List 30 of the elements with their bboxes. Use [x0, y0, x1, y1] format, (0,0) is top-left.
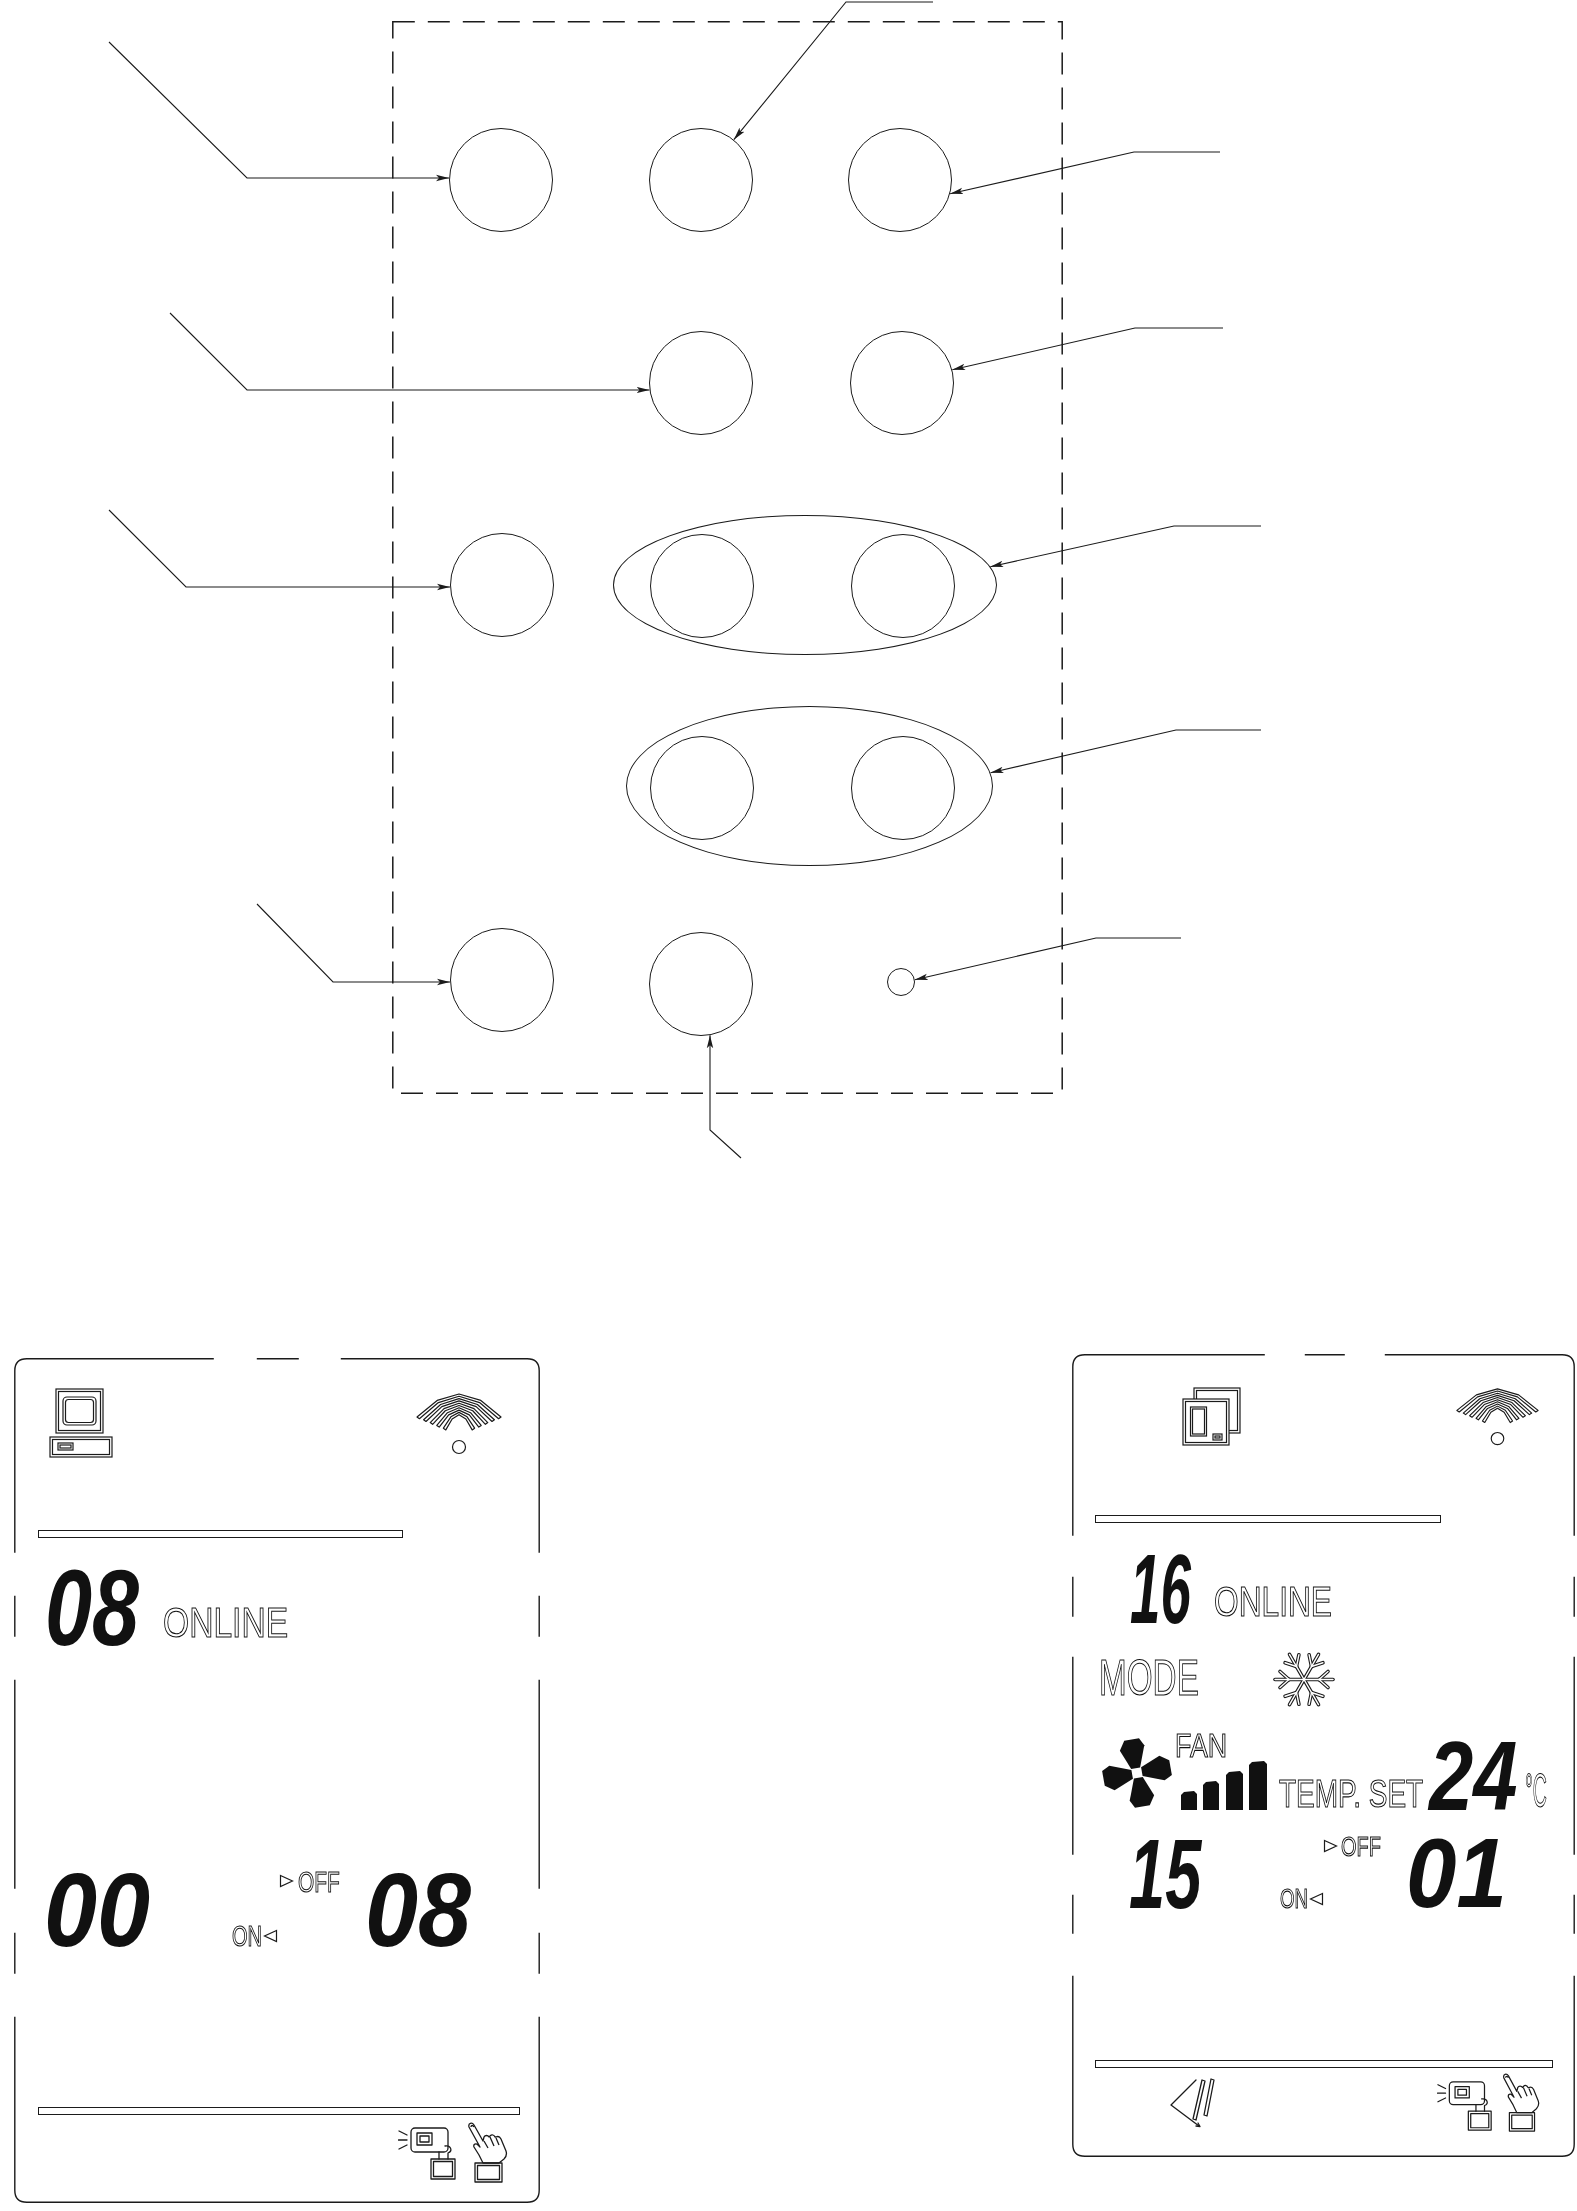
- digit-readout: 01: [1406, 1833, 1508, 1913]
- unit-label: °C: [1525, 1770, 1547, 1810]
- status-label: ONLINE: [1214, 1584, 1332, 1619]
- digit-readout: 00: [44, 1867, 152, 1952]
- leader-line: [733, 1, 934, 141]
- temperature-label: TEMP. SET: [1279, 1777, 1424, 1810]
- lcd-display: [1072, 1354, 1575, 2157]
- leader-line: [706, 1034, 742, 1159]
- timer-label: OFF: [1341, 1836, 1381, 1859]
- status-label: ONLINE: [163, 1604, 289, 1640]
- leader-line: [951, 327, 1224, 371]
- digit-readout: 16: [1130, 1549, 1192, 1629]
- dashed-panel: [392, 21, 1063, 1094]
- timer-label: ON: [1280, 1888, 1308, 1911]
- leader-line: [108, 41, 450, 182]
- temperature-readout: 24: [1429, 1736, 1519, 1816]
- leader-line: [169, 312, 651, 394]
- leader-line: [989, 729, 1262, 774]
- digit-readout: 08: [45, 1564, 140, 1651]
- leader-line: [949, 151, 1221, 195]
- digit-readout: 15: [1129, 1834, 1203, 1914]
- leader-line: [256, 903, 451, 986]
- fan-label: FAN: [1175, 1733, 1228, 1760]
- leader-line: [989, 525, 1262, 568]
- lcd-display: [14, 1358, 540, 2203]
- mode-label: MODE: [1099, 1658, 1199, 1699]
- leader-line: [108, 509, 451, 591]
- digit-readout: 08: [365, 1867, 473, 1952]
- leader-line: [914, 937, 1182, 981]
- timer-label: ON: [232, 1924, 262, 1948]
